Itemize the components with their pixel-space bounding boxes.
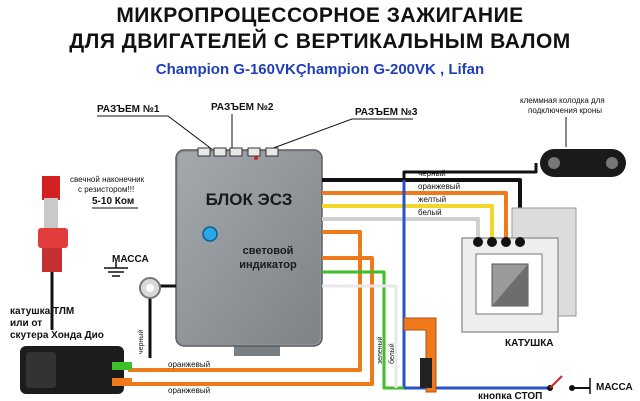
wire-label-yellow: желтый xyxy=(418,195,446,204)
title-line-1: МИКРОПРОЦЕССОРНОЕ ЗАЖИГАНИЕ xyxy=(116,4,523,27)
coil-tlm-label-3: скутера Хонда Дио xyxy=(10,330,104,341)
plug-brand: NGK xyxy=(7,248,25,257)
connector-1-label: РАЗЪЕМ №1 xyxy=(97,104,160,115)
wire-label-orange-2: оранжевый xyxy=(168,386,210,395)
indicator-led xyxy=(202,226,218,242)
coil-tlm-label-1: катушка ТЛМ xyxy=(10,306,74,317)
plug-label-2: с резистором!!! xyxy=(78,185,134,194)
connector-2-label: РАЗЪЕМ №2 xyxy=(211,102,274,113)
plug-label-1: свечной наконечник xyxy=(70,175,145,184)
wire-label-vertical-2: белый xyxy=(388,343,396,364)
stop-button-label: кнопка СТОП xyxy=(478,391,542,401)
subtitle: Champion G-160VKÇhampion G-200VK , Lifan xyxy=(156,61,484,78)
ecu-connector-slots xyxy=(197,147,279,160)
ecu-title: БЛОК ЭСЗ xyxy=(206,190,293,209)
ground-label-right: МАССА xyxy=(596,382,633,393)
plug-resistance: 5-10 Ком xyxy=(92,196,134,207)
wire-label-vertical-1: зеленый xyxy=(376,336,384,364)
wire-label-black: черный xyxy=(418,169,446,178)
coil-tlm xyxy=(20,346,132,394)
wire-label-black-vertical: черный xyxy=(137,330,145,354)
ground-label: МАССА xyxy=(112,254,149,265)
coil-tlm-label-2: или от xyxy=(10,318,42,329)
ecu-block xyxy=(175,149,323,356)
ground-ring-hole xyxy=(146,284,154,292)
indicator-label-1: световой xyxy=(243,245,294,257)
ground-symbol xyxy=(104,262,128,277)
connector-leaders xyxy=(97,114,413,151)
lower-wires xyxy=(128,230,404,390)
title-line-2: ДЛЯ ДВИГАТЕЛЕЙ С ВЕРТИКАЛЬНЫМ ВАЛОМ xyxy=(69,29,571,53)
terminal-block xyxy=(540,149,626,177)
wire-label-white: белый xyxy=(418,208,442,217)
spark-plug xyxy=(38,176,68,330)
stop-button xyxy=(547,375,590,391)
ignition-coil xyxy=(461,207,577,333)
wire-label-orange: оранжевый xyxy=(418,182,460,191)
terminal-block-label-2: подключения кроны xyxy=(528,106,602,115)
indicator-label-2: индикатор xyxy=(239,259,297,271)
terminal-block-label-1: клеммная колодка для xyxy=(520,96,605,105)
connector-3-label: РАЗЪЕМ №3 xyxy=(355,107,418,118)
wire-label-orange-1: оранжевый xyxy=(168,360,210,369)
coil-label: КАТУШКА xyxy=(505,338,554,349)
stop-lever xyxy=(403,317,437,393)
